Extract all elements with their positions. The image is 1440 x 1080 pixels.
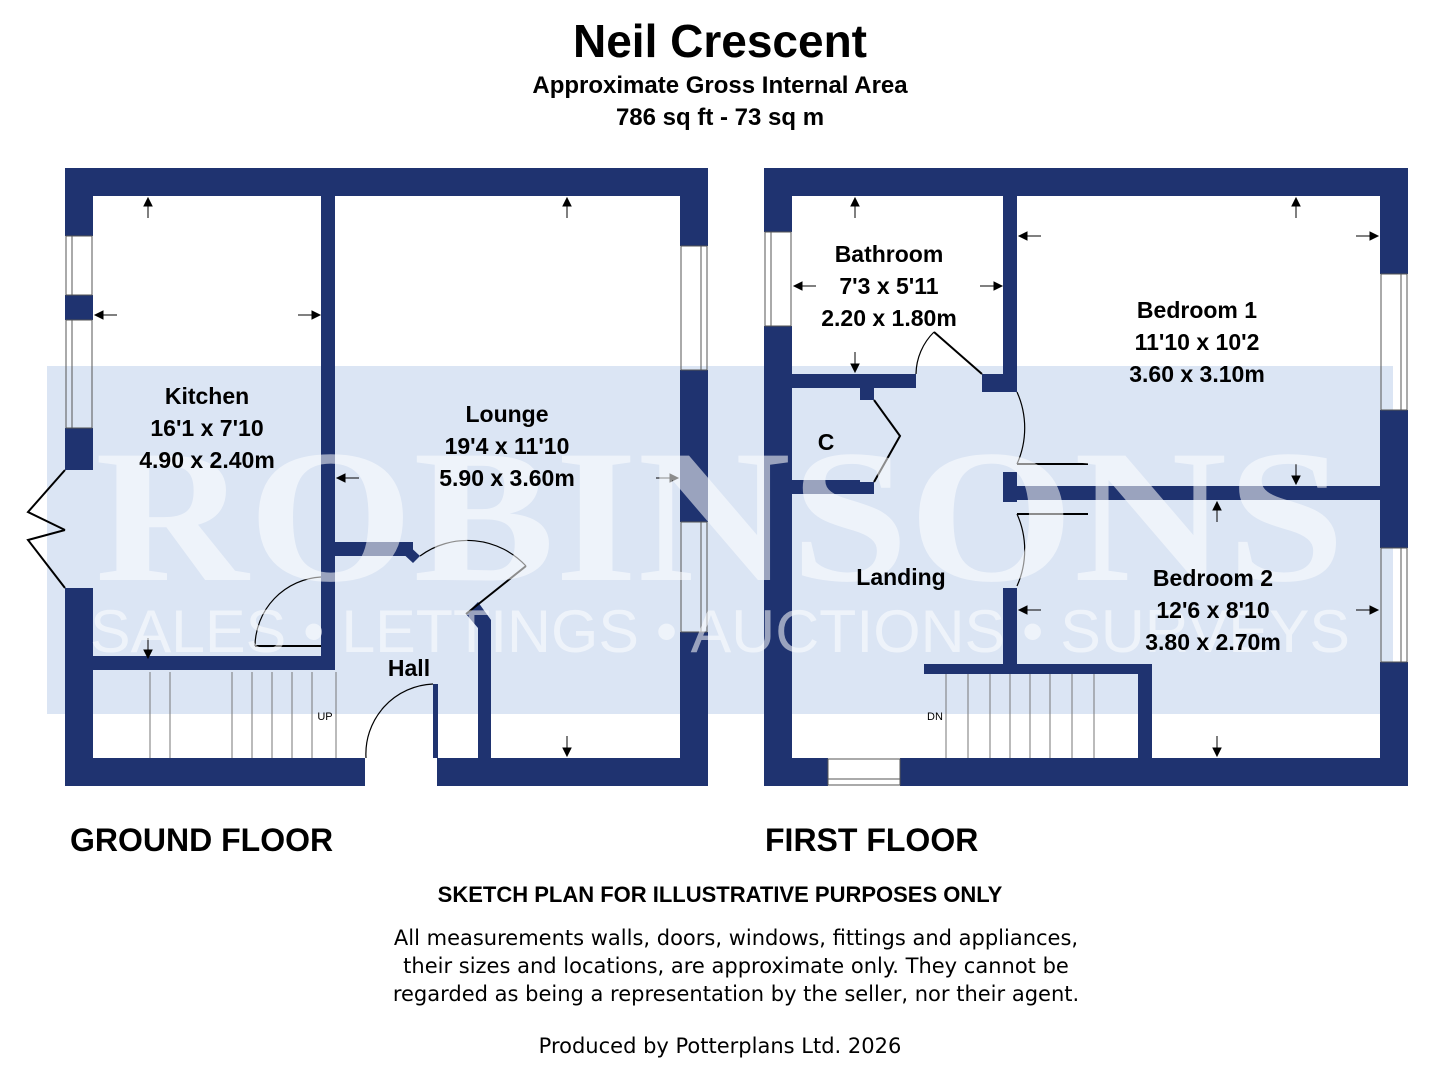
disclaimer-text: All measurements walls, doors, windows, …: [392, 926, 1080, 1006]
ground-floor-windows: [65, 235, 708, 633]
area-value: 786 sq ft - 73 sq m: [615, 104, 825, 131]
room-bedroom-2: Bedroom 2 12'6 x 8'10 3.80 x 2.70m: [1145, 565, 1281, 655]
room-size-imperial: 12'6 x 8'10: [1156, 597, 1269, 623]
room-landing: Landing: [856, 564, 945, 590]
room-name: Bedroom 1: [1137, 297, 1257, 323]
room-kitchen: Kitchen 16'1 x 7'10 4.90 x 2.40m: [139, 383, 275, 473]
ground-floor-doors: [26, 469, 527, 759]
first-floor-doors: [873, 331, 1088, 587]
ground-floor-walls: [65, 168, 708, 786]
room-size-metric: 2.20 x 1.80m: [821, 305, 957, 331]
plan-title: Neil Crescent: [572, 15, 867, 67]
room-bedroom-1: Bedroom 1 11'10 x 10'2 3.60 x 3.10m: [1129, 297, 1265, 387]
ground-floor-stairs: [149, 672, 337, 758]
room-size-metric: 3.60 x 3.10m: [1129, 361, 1265, 387]
stairs-down-label: DN: [927, 711, 943, 723]
stairs-up-label: UP: [317, 711, 332, 723]
watermark-brand: ROBINSONS: [95, 412, 1345, 622]
room-size-metric: 3.80 x 2.70m: [1145, 629, 1281, 655]
room-name: Kitchen: [165, 383, 249, 409]
first-floor-dimension-arrows: [792, 196, 1380, 758]
floor-plan-drawing: ROBINSONS SALES • LETTINGS • AUCTIONS • …: [26, 168, 1408, 786]
disclaimer-heading: SKETCH PLAN FOR ILLUSTRATIVE PURPOSES ON…: [437, 882, 1003, 907]
ground-floor-dimension-arrows: [93, 196, 680, 758]
room-size-imperial: 19'4 x 11'10: [445, 433, 570, 459]
room-size-imperial: 7'3 x 5'11: [839, 273, 938, 299]
first-floor-plan: [764, 168, 1408, 786]
ground-floor-label: GROUND FLOOR: [70, 822, 334, 858]
room-name: Lounge: [465, 401, 548, 427]
area-label: Approximate Gross Internal Area: [532, 72, 908, 99]
first-floor-stairs: [945, 674, 1095, 758]
room-lounge: Lounge 19'4 x 11'10 5.90 x 3.60m: [439, 401, 575, 491]
ground-floor-plan: [26, 168, 708, 786]
watermark-services: SALES • LETTINGS • AUCTIONS • SURVEYS: [90, 598, 1350, 665]
room-size-metric: 4.90 x 2.40m: [139, 447, 275, 473]
room-name: Bedroom 2: [1153, 565, 1273, 591]
room-hall: Hall: [388, 655, 430, 681]
room-bathroom: Bathroom 7'3 x 5'11 2.20 x 1.80m: [821, 241, 957, 331]
room-size-imperial: 16'1 x 7'10: [150, 415, 263, 441]
first-floor-walls: [764, 168, 1408, 786]
first-floor-windows: [764, 231, 1408, 786]
room-name: Bathroom: [835, 241, 944, 267]
room-cupboard: C: [818, 429, 835, 455]
room-size-imperial: 11'10 x 10'2: [1135, 329, 1260, 355]
room-size-metric: 5.90 x 3.60m: [439, 465, 575, 491]
producer-credit: Produced by Potterplans Ltd. 2026: [538, 1034, 902, 1058]
first-floor-label: FIRST FLOOR: [765, 822, 979, 858]
